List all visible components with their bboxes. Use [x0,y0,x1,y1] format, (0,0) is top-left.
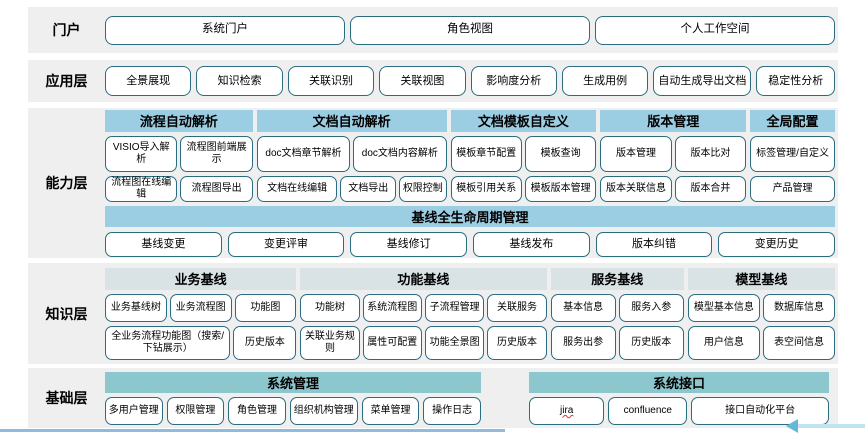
diagram-node[interactable]: 变更历史 [718,231,836,257]
group-header-business-baseline: 业务基线 [105,267,297,290]
diagram-node[interactable]: 产品管理 [750,175,835,202]
layer-band-knowledge: 知识层 业务基线 业务基线树 业务流程图 功能图 全业务流程功能图（搜索/下钻展… [28,263,838,364]
diagram-node[interactable]: 业务基线树 [105,293,167,322]
arrow-line [796,424,865,428]
diagram-node[interactable]: 模板章节配置 [450,135,522,172]
group-header-process-auto-parse: 流程自动解析 [105,109,253,132]
layer-label-portal: 门户 [52,22,81,38]
diagram-node[interactable]: 关联业务规则 [300,325,360,360]
diagram-node-confluence[interactable]: confluence [608,396,688,425]
diagram-node[interactable]: 版本关联信息 [600,175,672,202]
diagram-node[interactable]: 组织机构管理 [289,396,358,425]
layer-label-capability: 能力层 [45,175,88,191]
diagram-node[interactable]: 流程图前端展示 [180,135,253,172]
diagram-node[interactable]: 操作日志 [423,396,481,425]
group-header-baseline-lifecycle: 基线全生命周期管理 [105,205,835,227]
corner-cut-decoration [0,0,32,32]
diagram-node[interactable]: VISIO导入解析 [105,135,178,172]
diagram-node[interactable]: 全景展现 [105,66,192,96]
diagram-node[interactable]: 权限控制 [399,175,447,202]
layer-label-application: 应用层 [45,73,88,89]
diagram-node[interactable]: 历史版本 [233,325,297,360]
diagram-node[interactable]: 变更评审 [227,231,345,257]
diagram-node[interactable]: 角色管理 [228,396,286,425]
group-header-model-baseline: 模型基线 [687,267,835,290]
diagram-node[interactable]: 服务入参 [618,293,684,322]
diagram-node[interactable]: 模板版本管理 [524,175,597,202]
diagram-node[interactable]: 版本比对 [674,135,747,172]
diagram-node[interactable]: 历史版本 [618,325,684,360]
diagram-node[interactable]: 服务出参 [550,325,616,360]
diagram-node[interactable]: 用户信息 [687,325,760,360]
diagram-node[interactable]: 模板查询 [524,135,597,172]
diagram-node[interactable]: 历史版本 [487,325,547,360]
diagram-node[interactable]: 全业务流程功能图（搜索/下钻展示） [105,325,231,360]
layer-band-foundation: 基础层 系统管理 多用户管理 权限管理 角色管理 组织机构管理 菜单管理 操作日… [28,368,838,428]
diagram-node[interactable]: 基本信息 [550,293,616,322]
diagram-node[interactable]: 流程图导出 [180,175,253,202]
diagram-node[interactable]: 版本纠错 [595,231,713,257]
diagram-node[interactable]: 权限管理 [166,396,225,425]
window-edge-line [0,429,505,432]
diagram-node-system-portal[interactable]: 系统门户 [105,15,345,45]
diagram-node[interactable]: 影响度分析 [470,66,557,96]
group-header-doc-template-custom: 文档模板自定义 [450,109,597,132]
diagram-node[interactable]: doc文档内容解析 [353,135,447,172]
diagram-node[interactable]: 基线修订 [350,231,468,257]
diagram-node[interactable]: 版本管理 [600,135,672,172]
diagram-node[interactable]: 自动生成导出文档 [653,66,752,96]
layer-band-capability: 能力层 流程自动解析 VISIO导入解析 流程图前端展示 流程图在线编辑 流程图… [28,108,838,258]
group-header-service-baseline: 服务基线 [550,267,684,290]
diagram-node[interactable]: 表空间信息 [762,325,836,360]
diagram-node[interactable]: 属性可配置 [362,325,422,360]
diagram-node-personal-workspace[interactable]: 个人工作空间 [595,15,835,45]
diagram-node[interactable]: 稳定性分析 [756,66,836,96]
diagram-node-api-automation-platform[interactable]: 接口自动化平台 [691,396,829,425]
layer-label-foundation: 基础层 [45,390,88,406]
group-header-system-management: 系统管理 [105,371,481,393]
diagram-node[interactable]: 功能树 [300,293,360,322]
diagram-node[interactable]: 关联识别 [287,66,375,96]
diagram-node[interactable]: 关联服务 [487,293,547,322]
layer-band-application: 应用层 全景展现 知识检索 关联识别 关联视图 影响度分析 生成用例 自动生成导… [28,60,838,102]
diagram-node-role-view[interactable]: 角色视图 [350,15,590,45]
diagram-node[interactable]: 生成用例 [561,66,649,96]
layer-band-portal: 门户 系统门户 角色视图 个人工作空间 [28,7,838,53]
diagram-node[interactable]: 模型基本信息 [687,293,760,322]
diagram-node[interactable]: 子流程管理 [424,293,485,322]
diagram-node[interactable]: 系统流程图 [362,293,422,322]
diagram-node[interactable]: 多用户管理 [105,396,163,425]
group-header-system-interface: 系统接口 [529,371,829,393]
diagram-node[interactable]: 标签管理/自定义 [750,135,835,172]
group-header-doc-auto-parse: 文档自动解析 [256,109,447,132]
diagram-node[interactable]: 数据库信息 [762,293,836,322]
diagram-node[interactable]: 模板引用关系 [450,175,522,202]
diagram-node[interactable]: 文档导出 [340,175,397,202]
layer-label-knowledge: 知识层 [45,305,88,322]
arrow-pointer [786,419,865,433]
diagram-node[interactable]: doc文档章节解析 [256,135,351,172]
diagram-node[interactable]: 文档在线编辑 [256,175,338,202]
diagram-node[interactable]: 菜单管理 [361,396,420,425]
diagram-node[interactable]: 基线变更 [105,231,222,257]
diagram-node-jira[interactable]: jira [529,396,605,425]
diagram-node[interactable]: 知识检索 [196,66,283,96]
group-header-global-config: 全局配置 [750,109,835,132]
diagram-node[interactable]: 功能图 [234,293,297,322]
diagram-node[interactable]: 关联视图 [379,66,466,96]
diagram-node[interactable]: 流程图在线编辑 [105,175,178,202]
arrow-head-icon [786,419,798,433]
diagram-node[interactable]: 基线发布 [473,231,590,257]
group-header-function-baseline: 功能基线 [300,267,547,290]
group-header-version-management: 版本管理 [600,109,747,132]
diagram-node[interactable]: 业务流程图 [169,293,232,322]
diagram-node[interactable]: 功能全景图 [424,325,485,360]
diagram-node[interactable]: 版本合并 [674,175,747,202]
